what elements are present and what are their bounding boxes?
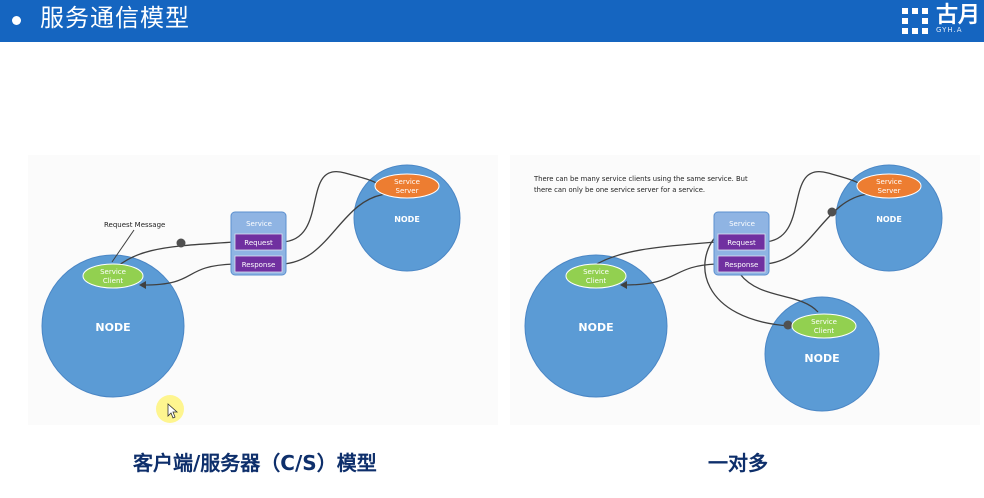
header-bar: 服务通信模型 古月 GYH.A: [0, 0, 984, 42]
left-request-message-pointer: [111, 229, 135, 263]
right-diagram: There can be many service clients using …: [524, 164, 943, 412]
left-service-label: Service: [246, 220, 272, 228]
right-request-to-server: [763, 170, 861, 243]
right-server-label-2: Server: [878, 187, 901, 195]
right-client2-response: [739, 273, 819, 313]
left-response-from-server: [281, 193, 387, 265]
right-server-node-label: NODE: [876, 215, 902, 224]
left-request-box: [234, 233, 283, 251]
right-client2-request: [704, 231, 791, 327]
right-response-box: [717, 255, 766, 273]
right-note-line-1: There can be many service clients using …: [533, 175, 748, 183]
left-service-client: [82, 263, 144, 289]
right-response-to-client: [623, 263, 717, 286]
right-response-arrowhead: [620, 281, 627, 289]
left-diagram: NODE NODE Service Request Response Servi…: [41, 164, 461, 423]
right-service-label: Service: [729, 220, 755, 228]
left-request-message-label: Request Message: [104, 221, 165, 229]
right-response-from-server: [763, 193, 869, 265]
right-service-client-2: [791, 313, 857, 339]
page-title: 服务通信模型: [40, 4, 190, 32]
right-client2-dot: [783, 320, 793, 330]
right-client-label-2: Client: [586, 277, 607, 285]
bullet-icon: [12, 16, 21, 25]
right-server-dot: [827, 207, 837, 217]
left-client-label-2: Client: [103, 277, 124, 285]
left-caption: 客户端/服务器（C/S）模型: [133, 451, 377, 475]
left-client-node: [41, 254, 185, 398]
left-request-dot: [176, 238, 186, 248]
left-response-box: [234, 255, 283, 273]
right-client-node: [524, 254, 668, 398]
right-client-label-1: Service: [583, 268, 609, 276]
right-service-server: [856, 173, 922, 199]
left-request-label: Request: [244, 239, 273, 247]
right-client2-label-1: Service: [811, 318, 837, 326]
left-request-to-server: [281, 170, 379, 243]
cursor-pointer-icon: [167, 403, 179, 419]
right-client-node-label: NODE: [578, 321, 613, 334]
logo-subtext: GYH.A: [936, 26, 963, 34]
right-server-label-1: Service: [876, 178, 902, 186]
left-response-label: Response: [242, 261, 276, 269]
left-server-node-label: NODE: [394, 215, 420, 224]
right-service-client: [565, 263, 627, 289]
right-client2-label-2: Client: [814, 327, 835, 335]
left-client-node-label: NODE: [95, 321, 130, 334]
left-server-label-2: Server: [396, 187, 419, 195]
right-client2-node-label: NODE: [804, 352, 839, 365]
watermark: CSDN @惺忪9798: [828, 473, 950, 489]
left-server-label-1: Service: [394, 178, 420, 186]
right-request-line: [591, 241, 717, 268]
logo-text: 古月: [936, 3, 981, 28]
right-response-label: Response: [725, 261, 759, 269]
right-request-box: [717, 233, 766, 251]
left-service-server: [374, 173, 440, 199]
left-response-arrowhead: [139, 281, 146, 289]
logo-icon: [902, 8, 928, 34]
left-response-to-client: [142, 263, 235, 286]
left-client-label-1: Service: [100, 268, 126, 276]
right-note-line-2: there can only be one service server for…: [534, 186, 705, 194]
right-caption: 一对多: [708, 451, 768, 475]
right-request-label: Request: [727, 239, 756, 247]
